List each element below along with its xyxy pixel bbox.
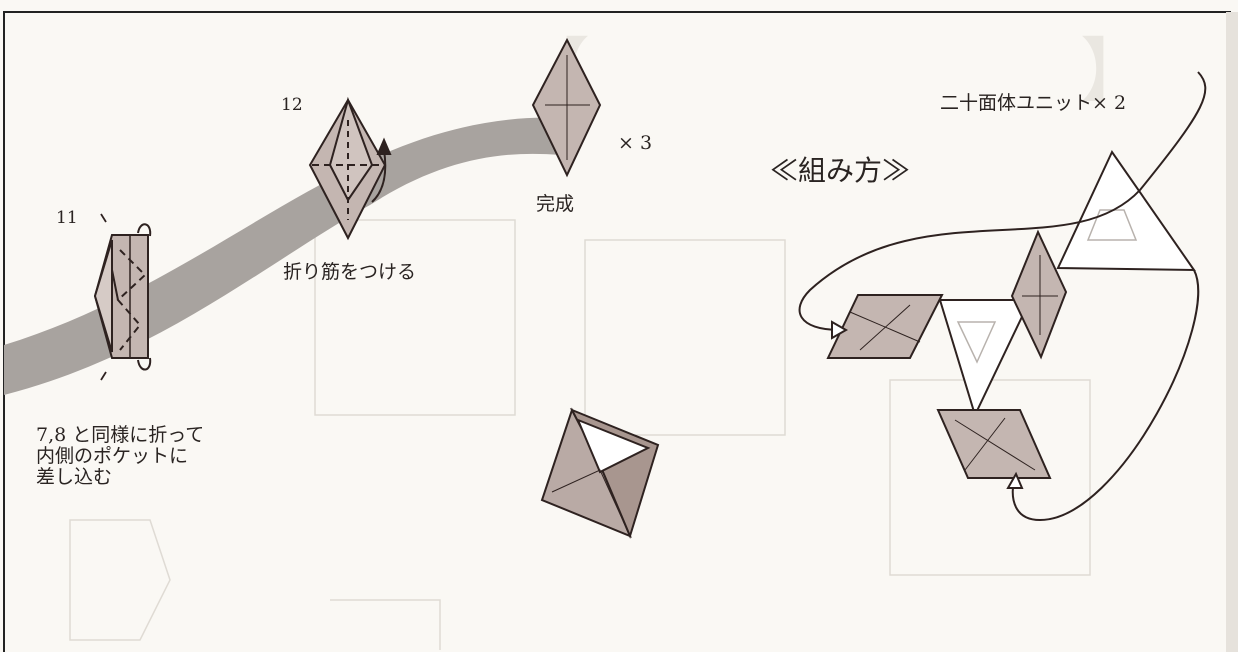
assembly-title: ≪組み方≫	[770, 154, 911, 187]
svg-text:【 】: 【 】	[520, 30, 1150, 112]
octahedron-white-face	[576, 418, 651, 474]
finished-multiplier: × 3	[618, 132, 653, 154]
top-triangle	[1056, 150, 1196, 272]
octahedron-model	[540, 407, 660, 539]
icosahedron-arrow-lower	[1011, 269, 1200, 522]
step-11-bottom-arrow	[137, 357, 152, 371]
step-12-figure	[308, 96, 392, 241]
grey-band	[4, 117, 560, 395]
bleed-through-ghosts: 【 】	[69, 30, 1150, 650]
step-12-number: 12	[281, 95, 303, 115]
step-11-instruction-line-1: 7,8 と同様に折って	[36, 424, 205, 446]
icosahedron-unit-label: 二十面体ユニット× 2	[940, 92, 1127, 114]
step-11-top-arrow	[137, 223, 152, 237]
icosahedron-arrow-upper	[798, 71, 1207, 331]
step-12-arrow	[371, 149, 387, 203]
step-11-instruction-line-2: 内側のポケットに	[36, 445, 189, 467]
assembly-diagram	[798, 71, 1207, 522]
step-11-instruction: 7,8 と同様に折って 内側のポケットに 差し込む	[36, 425, 204, 488]
step-11-number: 11	[56, 208, 78, 228]
step-11-instruction-line-3: 差し込む	[36, 466, 113, 488]
finished-label: 完成	[536, 193, 575, 215]
center-triangle	[938, 299, 1032, 418]
right-rhombus-unit	[1010, 229, 1068, 360]
finished-unit-figure	[531, 37, 602, 178]
step-11-figure	[93, 213, 152, 381]
right-scan-edge	[1226, 12, 1238, 652]
step-12-instruction: 折り筋をつける	[283, 261, 417, 283]
